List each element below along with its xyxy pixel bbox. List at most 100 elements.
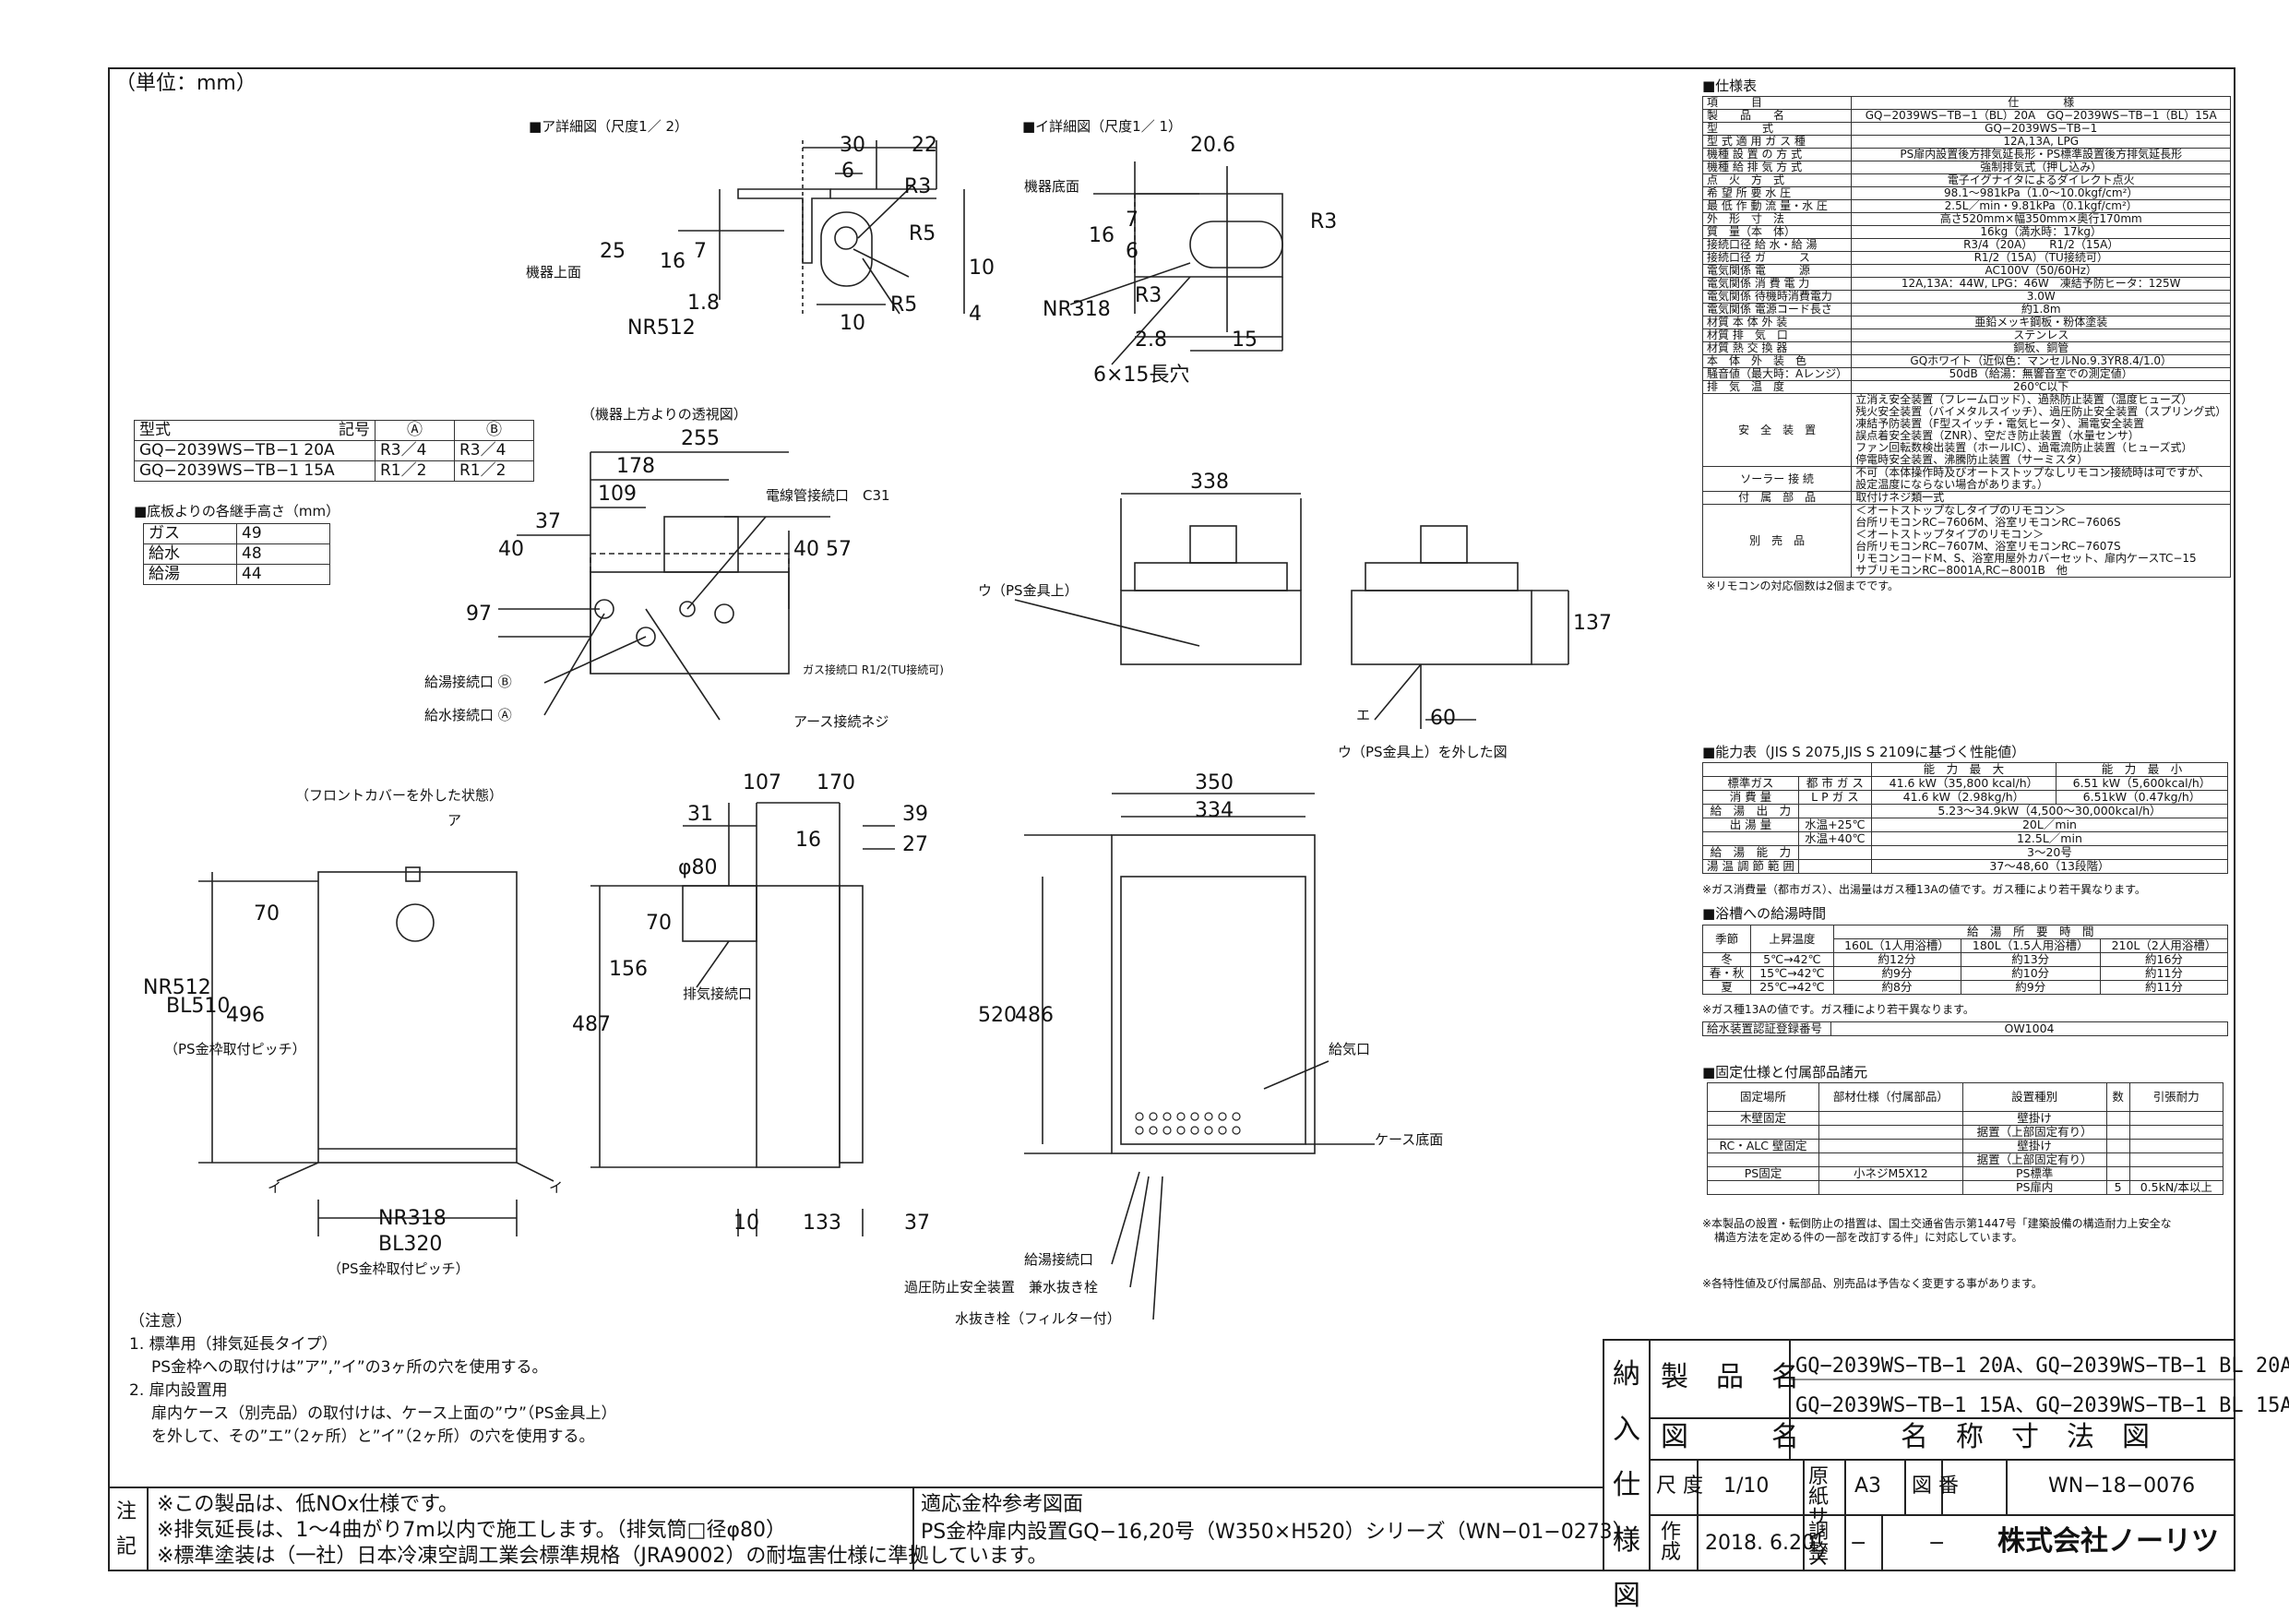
- company-logo: 株式会社ノーリツ: [1997, 1525, 2219, 1558]
- product-label: 製 品 名: [1661, 1361, 1799, 1393]
- dim: R3: [904, 175, 932, 198]
- i-label-left: イ: [268, 1179, 282, 1196]
- intake-vents: [1135, 1112, 1241, 1135]
- perf-note: ※ガス消費量（都市ガス）、出湯量はガス種13Aの値です。ガス種により若干異なりま…: [1702, 883, 2146, 896]
- fix-note3: ※各特性値及び付属部品、別売品は予告なく変更する事があります。: [1702, 1277, 2043, 1290]
- dim: 2.8: [1135, 328, 1167, 352]
- dim: NR512: [143, 976, 211, 999]
- intake-label: 給気口: [1329, 1041, 1371, 1057]
- fix-title: ■固定仕様と付属部品諸元: [1702, 1064, 1868, 1081]
- dim: 109: [598, 483, 637, 506]
- dim: 10: [840, 312, 865, 335]
- dim: 20.6: [1190, 134, 1235, 157]
- label-bottom-face: 機器底面: [1024, 178, 1080, 195]
- dim: 60: [1430, 707, 1456, 730]
- dim: NR318: [1043, 298, 1111, 321]
- water-connection-label: 給水接続口 Ⓐ: [424, 707, 512, 723]
- table-row: 外 形 寸 法高さ520mm×幅350mm×奥行170mm: [1701, 212, 2232, 226]
- dim: NR512: [627, 316, 696, 340]
- exhaust-label: 排気接続口: [683, 985, 753, 1002]
- table-row: 160L（1人用浴槽）180L（1.5人用浴槽）210L（2人用浴槽）: [1703, 938, 2229, 953]
- label-top-face: 機器上面: [526, 264, 582, 281]
- top-view-title: （機器上方よりの透視図）: [581, 406, 747, 423]
- table-row: 質 量（本 体）16kg（満水時：17kg）: [1701, 225, 2232, 239]
- drain-label: 水抜き栓（フィルター付）: [955, 1310, 1121, 1327]
- table-row: 騒音値（最大時：Aレンジ）50dB（給湯：無響音室での測定値）: [1701, 367, 2232, 381]
- dim: 30: [840, 134, 865, 157]
- dim: 4: [969, 303, 982, 326]
- title-block-frame: [1603, 1339, 2235, 1571]
- dim: 6: [841, 160, 854, 183]
- slot-label: 6×15長穴: [1093, 364, 1190, 387]
- conduit-label: 電線管接続口 C31: [766, 487, 890, 504]
- gas-label: ガス接続口 R1/2(TU接続可): [803, 663, 944, 676]
- table-row: 機種 給 排 気 方 式強制排気式（押し込み）: [1701, 161, 2232, 174]
- detail-a-title: ■ア詳細図（尺度1／ 2）: [529, 118, 689, 135]
- dim: R3: [1310, 210, 1338, 233]
- frame-ref-title: 適応金枠参考図面: [921, 1493, 1084, 1516]
- table-row: 材質 排 気 口ステンレス: [1701, 328, 2232, 342]
- spec-title: ■仕様表: [1702, 78, 1758, 94]
- detail-i-title: ■イ詳細図（尺度1／ 1）: [1022, 118, 1183, 135]
- paper: A3: [1854, 1475, 1882, 1498]
- detail-a-bracket: [737, 188, 831, 264]
- notes: （注意） 1. 標準用（排気延長タイプ） PS金枠への取付けは”ア”,”イ”の3…: [129, 1312, 617, 1446]
- dim: 338: [1190, 471, 1229, 494]
- dim: 39: [902, 803, 928, 826]
- dim: 10: [969, 257, 995, 280]
- bath-note: ※ガス種13Aの値です。ガス種により若干異なります。: [1702, 1003, 1974, 1016]
- pitch-h-label: （PS金枠取付ピッチ）: [328, 1260, 470, 1277]
- dim: 70: [254, 902, 280, 925]
- dim: 40: [498, 538, 524, 561]
- dim: 496: [226, 1004, 265, 1027]
- dim: 27: [902, 833, 928, 856]
- adj-1: −: [1850, 1532, 1867, 1555]
- bracket-label: ウ（PS金具上）: [978, 582, 1079, 599]
- dim: 57: [826, 538, 852, 561]
- table-row: 電気関係 電源コード長さ約1.8m: [1701, 303, 2232, 316]
- dim: 22: [912, 134, 937, 157]
- dim: 487: [572, 1013, 611, 1036]
- fix-note2: 構造方法を定める件の一部を改訂する件」に対応しています。: [1714, 1231, 2023, 1244]
- hot-conn-label: 給湯接続口: [1024, 1251, 1094, 1268]
- dim: 137: [1573, 612, 1612, 635]
- dim: 350: [1195, 771, 1234, 794]
- made-label: 作 成: [1661, 1521, 1682, 1564]
- dim: 1.8: [687, 292, 720, 315]
- dim: NR318: [378, 1207, 447, 1230]
- table-row: 据置（上部固定有り）: [1707, 1125, 2224, 1140]
- product-1: GQ−2039WS−TB−1 20A、GQ−2039WS−TB−1 BL 20A: [1795, 1355, 2289, 1378]
- table-row: ソーラー 接 続不可（本体操作時及びオートストップなしリモコン接続時は可ですが、…: [1701, 466, 2232, 492]
- fix-table: 固定場所部材仕様（付属部品）設置種別数引張耐力木壁固定壁掛け据置（上部固定有り）…: [1707, 1082, 2224, 1195]
- footer-note-3: ※標準塗装は（一社）日本冷凍空調工業会標準規格（JRA9002）の耐塩害仕様に準…: [157, 1545, 1048, 1568]
- adjust-label: 調 整: [1808, 1521, 1830, 1564]
- a-label: ア: [447, 812, 462, 829]
- frame-ref-text: PS金枠扉内設置GQ−16,20号（W350×H520）シリーズ（WN−01−0…: [921, 1521, 1633, 1544]
- dim: 7: [694, 240, 707, 263]
- dim: 37: [904, 1212, 930, 1235]
- i-label-right: イ: [549, 1179, 564, 1196]
- table-row: ※リモコンの対応個数は2個までです。: [1706, 579, 1900, 592]
- dim: 70: [646, 912, 672, 935]
